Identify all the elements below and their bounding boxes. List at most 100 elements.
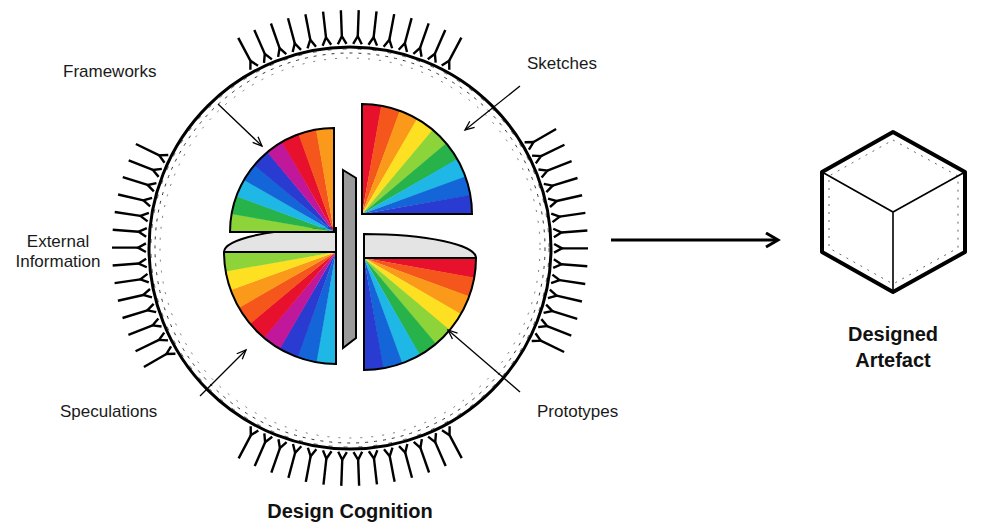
circle-border <box>149 47 551 449</box>
inward-arrow-head <box>551 275 559 284</box>
sphere-piece <box>230 128 335 232</box>
leader-arrows <box>200 86 520 396</box>
cognition-circle: Design Cognition <box>147 45 553 524</box>
cut-slab <box>343 170 356 348</box>
inward-arrow-shaft <box>420 23 429 48</box>
inward-arrow-shaft <box>561 231 587 233</box>
inward-arrow-shaft <box>557 296 582 302</box>
label-anchor: Speculations <box>60 402 200 422</box>
inward-arrow-shaft <box>340 10 343 36</box>
inward-arrow-shaft <box>254 30 264 54</box>
inward-arrow-shaft <box>118 194 143 200</box>
inward-arrow-shaft <box>115 212 141 216</box>
inward-arrow-shaft <box>389 14 394 40</box>
inward-arrow-shaft <box>238 38 250 61</box>
inward-arrow-shaft <box>562 247 588 249</box>
inward-arrow-shaft <box>136 144 159 155</box>
leader-head <box>253 137 262 146</box>
leader-head <box>465 121 475 130</box>
inward-arrow-head <box>428 54 436 63</box>
inward-arrow-shaft <box>112 246 138 248</box>
inward-arrow-shaft <box>239 435 251 458</box>
piece-outline <box>362 104 472 214</box>
inward-arrow-shaft <box>136 340 159 351</box>
inward-arrow-shaft <box>255 442 265 466</box>
inward-arrow-shaft <box>288 18 295 43</box>
inward-arrow-head <box>293 43 301 52</box>
inward-arrow-shaft <box>115 279 141 283</box>
inward-arrow-head <box>264 433 272 442</box>
circle-outline <box>147 45 553 451</box>
inward-arrow-shaft <box>420 448 429 473</box>
inward-arrow-shaft <box>323 12 326 38</box>
inward-arrow-shaft <box>547 326 571 336</box>
leader-head <box>448 330 458 339</box>
inward-arrow-shaft <box>374 11 377 37</box>
inward-arrow-head <box>548 199 557 207</box>
inward-arrow-head <box>369 450 378 458</box>
inward-arrow-shaft <box>113 264 139 266</box>
label-anchor: Sketches <box>527 54 647 74</box>
sphere-piece <box>224 251 336 364</box>
cube-outline <box>818 128 968 296</box>
inward-arrow-head <box>139 228 147 237</box>
inward-arrow-head <box>368 37 377 45</box>
inward-arrow-shaft <box>561 264 587 266</box>
inward-arrow-head <box>278 48 286 57</box>
part-label: External Information <box>8 232 108 272</box>
inward-arrow-head <box>428 433 436 442</box>
inward-arrow-shaft <box>547 161 571 170</box>
inward-arrow-head <box>384 40 392 49</box>
label-anchor: External Information <box>8 232 108 272</box>
inward-arrow-head <box>414 439 422 448</box>
inward-arrow-shaft <box>534 129 557 142</box>
inward-arrow-head <box>308 40 316 49</box>
inward-arrow-shaft <box>305 14 310 40</box>
piece-outline <box>230 128 334 232</box>
inward-arrow-shaft <box>340 460 343 486</box>
inward-arrow-head <box>153 318 162 326</box>
inward-arrow-head <box>323 37 332 45</box>
node-heading: Design Cognition <box>200 498 500 524</box>
inward-arrow-head <box>354 452 363 460</box>
inward-arrow-head <box>140 274 148 283</box>
inward-arrow-head <box>553 229 561 238</box>
inward-arrow-shaft <box>288 453 295 478</box>
label-anchor: Prototypes <box>537 402 667 422</box>
inward-arrow-shaft <box>405 453 412 478</box>
inward-arrow-shaft <box>129 160 153 170</box>
part-label: Speculations <box>60 402 200 422</box>
inward-arrow-shaft <box>552 311 577 319</box>
inward-arrow-head <box>544 305 553 313</box>
inward-arrow-head <box>139 259 147 268</box>
inward-arrow-shaft <box>541 145 564 156</box>
node-heading: Designed Artefact <box>823 321 963 373</box>
inward-arrow-head <box>143 289 152 297</box>
inward-arrow-shaft <box>123 177 148 185</box>
part-label: Sketches <box>527 54 647 74</box>
inward-arrow-shaft <box>541 341 564 352</box>
inward-arrow-shaft <box>374 459 377 485</box>
inward-arrow-head <box>153 169 162 177</box>
inward-arrow-shaft <box>357 460 360 486</box>
inward-arrow-head <box>293 444 301 453</box>
inward-arrow-head <box>399 444 407 453</box>
inward-arrow-shaft <box>449 38 461 61</box>
artefact-cube: Designed Artefact <box>818 128 968 373</box>
cube-border <box>822 132 965 292</box>
leader-head <box>237 350 246 359</box>
inward-arrow-shaft <box>553 178 578 186</box>
inward-arrow-head <box>338 36 347 44</box>
inward-arrow-shaft <box>435 442 445 466</box>
rainbow-wedge <box>363 258 383 370</box>
sphere-piece <box>363 258 476 370</box>
label-anchor: Frameworks <box>63 62 193 82</box>
inward-arrow-head <box>148 183 157 191</box>
inward-arrow-shaft <box>118 295 143 301</box>
inward-arrow-shaft <box>123 310 148 318</box>
inward-arrow-shaft <box>560 280 586 284</box>
inward-arrow-shaft <box>271 448 280 473</box>
texture-ring <box>151 49 549 447</box>
piece-outline <box>224 252 336 364</box>
